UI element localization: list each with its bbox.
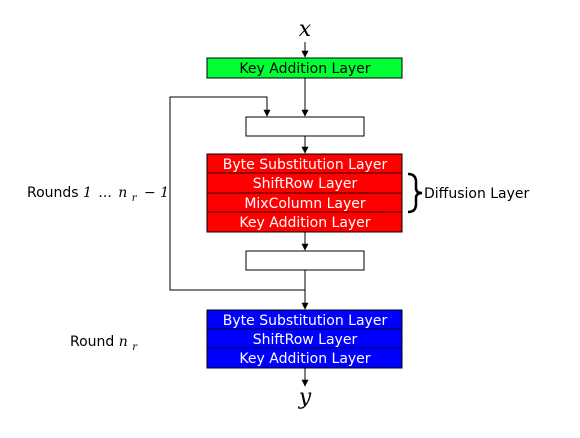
input-symbol: x	[299, 17, 312, 42]
output-symbol: y	[298, 385, 312, 410]
middle-layer-shiftrow: ShiftRow Layer	[253, 176, 358, 192]
diffusion-brace	[407, 172, 423, 214]
round-input-box	[245, 116, 365, 137]
final-round-box	[206, 309, 403, 369]
round-output-box	[245, 250, 365, 271]
final-layer-shiftrow: ShiftRow Layer	[253, 332, 358, 348]
middle-round-block: Byte Substitution Layer ShiftRow Layer M…	[206, 153, 403, 233]
final-layer-key-addition: Key Addition Layer	[239, 351, 370, 367]
initial-layer-label: Key Addition Layer	[239, 61, 370, 77]
final-round-block: Byte Substitution Layer ShiftRow Layer K…	[206, 309, 403, 369]
middle-layer-mixcolumn: MixColumn Layer	[244, 196, 366, 212]
middle-layer-key-addition: Key Addition Layer	[239, 215, 370, 231]
diffusion-layer-label: Diffusion Layer	[424, 186, 530, 202]
middle-layer-byte-substitution: Byte Substitution Layer	[223, 157, 388, 173]
final-round-label: Round n r	[70, 334, 138, 353]
final-layer-byte-substitution: Byte Substitution Layer	[223, 313, 388, 329]
rounds-label: Rounds 1 ... n r − 1	[27, 185, 169, 205]
initial-key-addition-layer: Key Addition Layer	[206, 57, 403, 79]
